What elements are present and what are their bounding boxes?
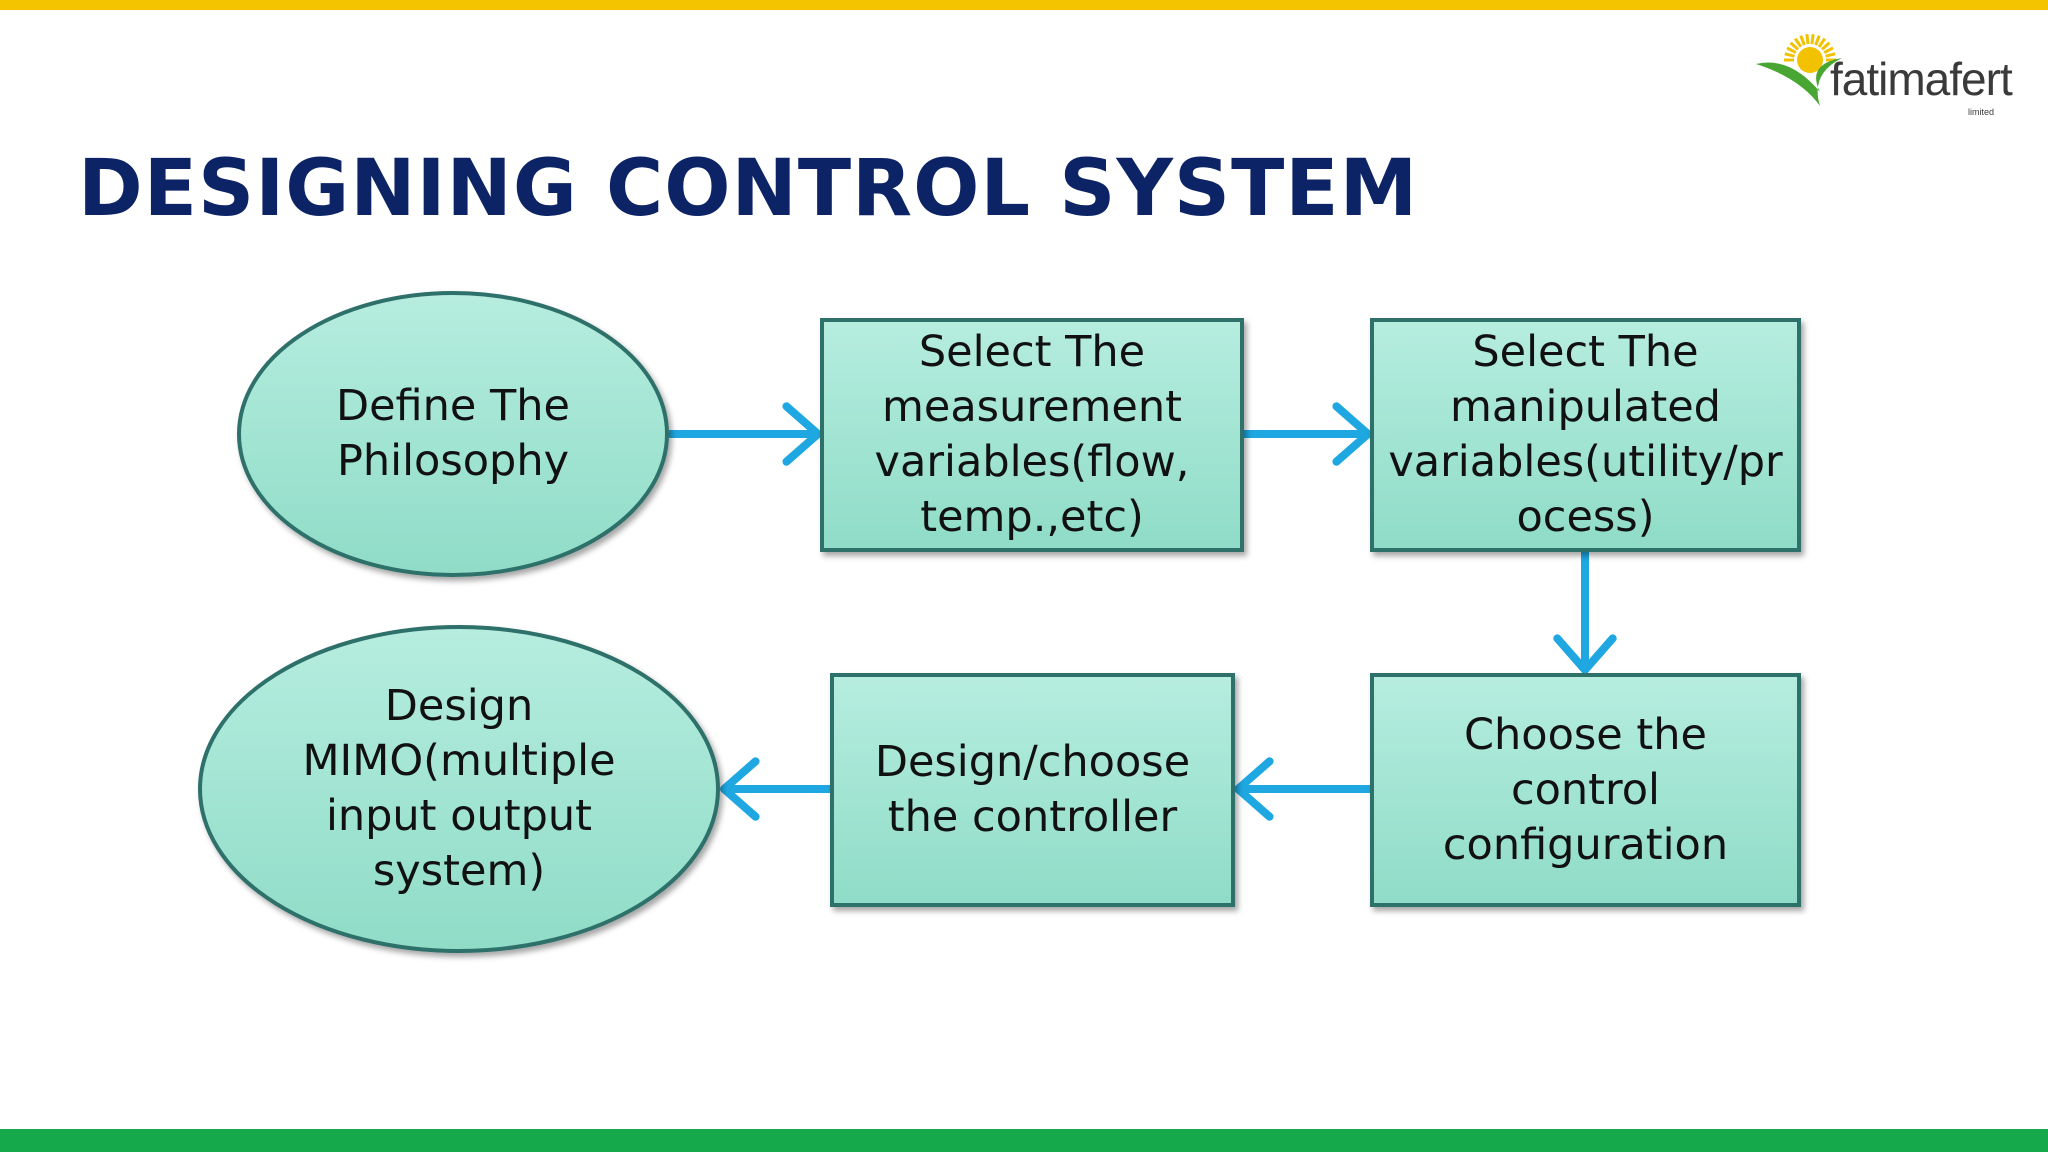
node-label-choose-configuration: Choose the control configuration [1442,709,1729,870]
node-design-mimo [198,625,720,953]
arrow-select-manipulated-to-choose-configuration [1553,551,1617,674]
arrow-choose-configuration-to-design-controller [1234,757,1371,821]
arrow-design-controller-to-design-mimo [720,757,831,821]
bottom-accent-bar [0,1129,2048,1152]
node-select-measurement [820,318,1244,552]
node-define-philosophy [237,291,669,577]
arrow-define-philosophy-to-select-measurement [669,402,822,466]
node-design-controller [830,673,1235,907]
node-label-design-controller: Design/choose the controller [874,737,1191,842]
top-accent-bar [0,0,2048,10]
page-title: DESIGNING CONTROL SYSTEM [78,144,1419,234]
logo-text: fatimafert [1830,53,2013,105]
node-label-select-manipulated: Select The manipulated variables(utility… [1388,327,1783,542]
logo-sun-icon [1784,34,1836,73]
node-choose-configuration [1370,673,1801,907]
arrow-select-measurement-to-select-manipulated [1243,402,1372,466]
logo-subtext: limited [1968,107,1995,117]
node-select-manipulated [1370,318,1801,552]
node-label-design-mimo: Design MIMO(multiple input output system… [302,681,616,896]
logo-leaf-icon [1756,34,1842,106]
node-label-select-measurement: Select The measurement variables(flow, t… [874,327,1190,542]
fatimafert-logo: fatimafert limited [1750,34,2013,124]
node-label-define-philosophy: Define The Philosophy [335,381,570,486]
